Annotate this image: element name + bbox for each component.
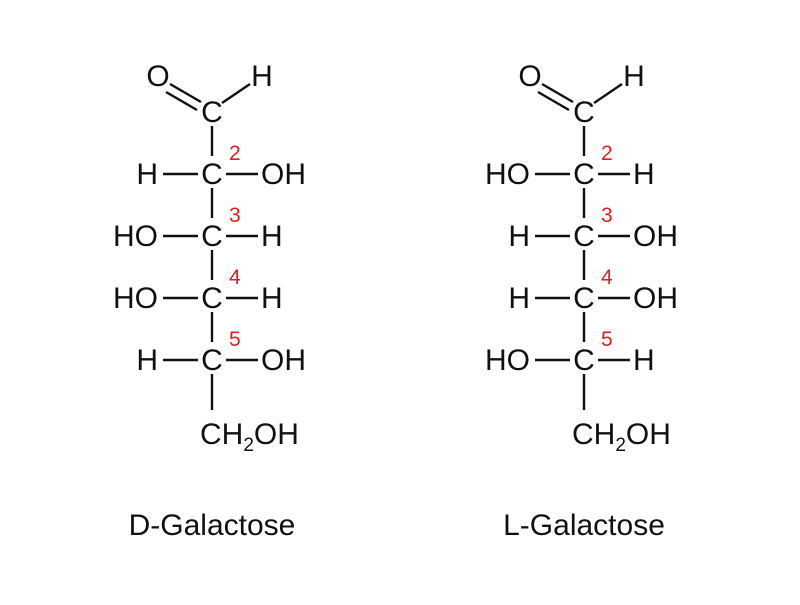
left-group: HO	[485, 158, 530, 191]
double-bond-b	[537, 90, 570, 112]
right-group: H	[633, 158, 655, 191]
carbon: C	[573, 220, 595, 253]
carbon: C	[201, 344, 223, 377]
carbon-number: 5	[229, 328, 241, 351]
carbon-number: 4	[229, 266, 241, 289]
terminal-ch2oh: CH2OH	[572, 418, 671, 456]
left-group: H	[508, 220, 530, 253]
carbon-number: 3	[601, 204, 613, 227]
right-group: OH	[633, 220, 678, 253]
left-group: H	[136, 344, 158, 377]
carbon-row-3: HO C H 3	[113, 204, 283, 253]
carbon: C	[201, 282, 223, 315]
double-bond-a	[541, 82, 574, 104]
left-group: HO	[113, 220, 158, 253]
l-galactose-structure: O H C HO C H 2 H C OH 3	[485, 60, 678, 542]
carbon-row-4: H C OH 4	[508, 266, 678, 315]
carbon-number: 2	[229, 142, 241, 165]
right-group: OH	[633, 282, 678, 315]
carbon-row-5: HO C H 5	[485, 328, 655, 377]
left-group: HO	[113, 282, 158, 315]
structure-caption: L-Galactose	[503, 509, 665, 542]
carbon: C	[573, 158, 595, 191]
c-h-bond	[221, 83, 251, 104]
c-h-bond	[593, 83, 623, 104]
right-group: OH	[261, 158, 306, 191]
aldehyde-hydrogen: H	[623, 60, 645, 93]
carbon-row-5: H C OH 5	[136, 328, 306, 377]
double-bond-a	[169, 82, 202, 104]
carbon-1: C	[573, 96, 595, 129]
left-group: H	[136, 158, 158, 191]
left-group: HO	[485, 344, 530, 377]
structure-caption: D-Galactose	[129, 509, 296, 542]
right-group: H	[261, 220, 283, 253]
carbon: C	[573, 282, 595, 315]
carbon: C	[201, 220, 223, 253]
aldehyde-oxygen: O	[518, 60, 541, 93]
double-bond-b	[165, 90, 198, 112]
right-group: H	[633, 344, 655, 377]
carbon: C	[201, 158, 223, 191]
carbon-1: C	[201, 96, 223, 129]
d-galactose-structure: O H C H C OH 2 HO C H 3	[113, 60, 306, 542]
carbon-number: 2	[601, 142, 613, 165]
carbon-row-3: H C OH 3	[508, 204, 678, 253]
aldehyde-oxygen: O	[146, 60, 169, 93]
carbon: C	[573, 344, 595, 377]
right-group: H	[261, 282, 283, 315]
carbon-number: 4	[601, 266, 613, 289]
carbon-number: 5	[601, 328, 613, 351]
terminal-ch2oh: CH2OH	[200, 418, 299, 456]
left-group: H	[508, 282, 530, 315]
carbon-row-2: H C OH 2	[136, 142, 306, 191]
carbon-number: 3	[229, 204, 241, 227]
aldehyde-hydrogen: H	[251, 60, 273, 93]
carbon-row-4: HO C H 4	[113, 266, 283, 315]
right-group: OH	[261, 344, 306, 377]
carbon-row-2: HO C H 2	[485, 142, 655, 191]
